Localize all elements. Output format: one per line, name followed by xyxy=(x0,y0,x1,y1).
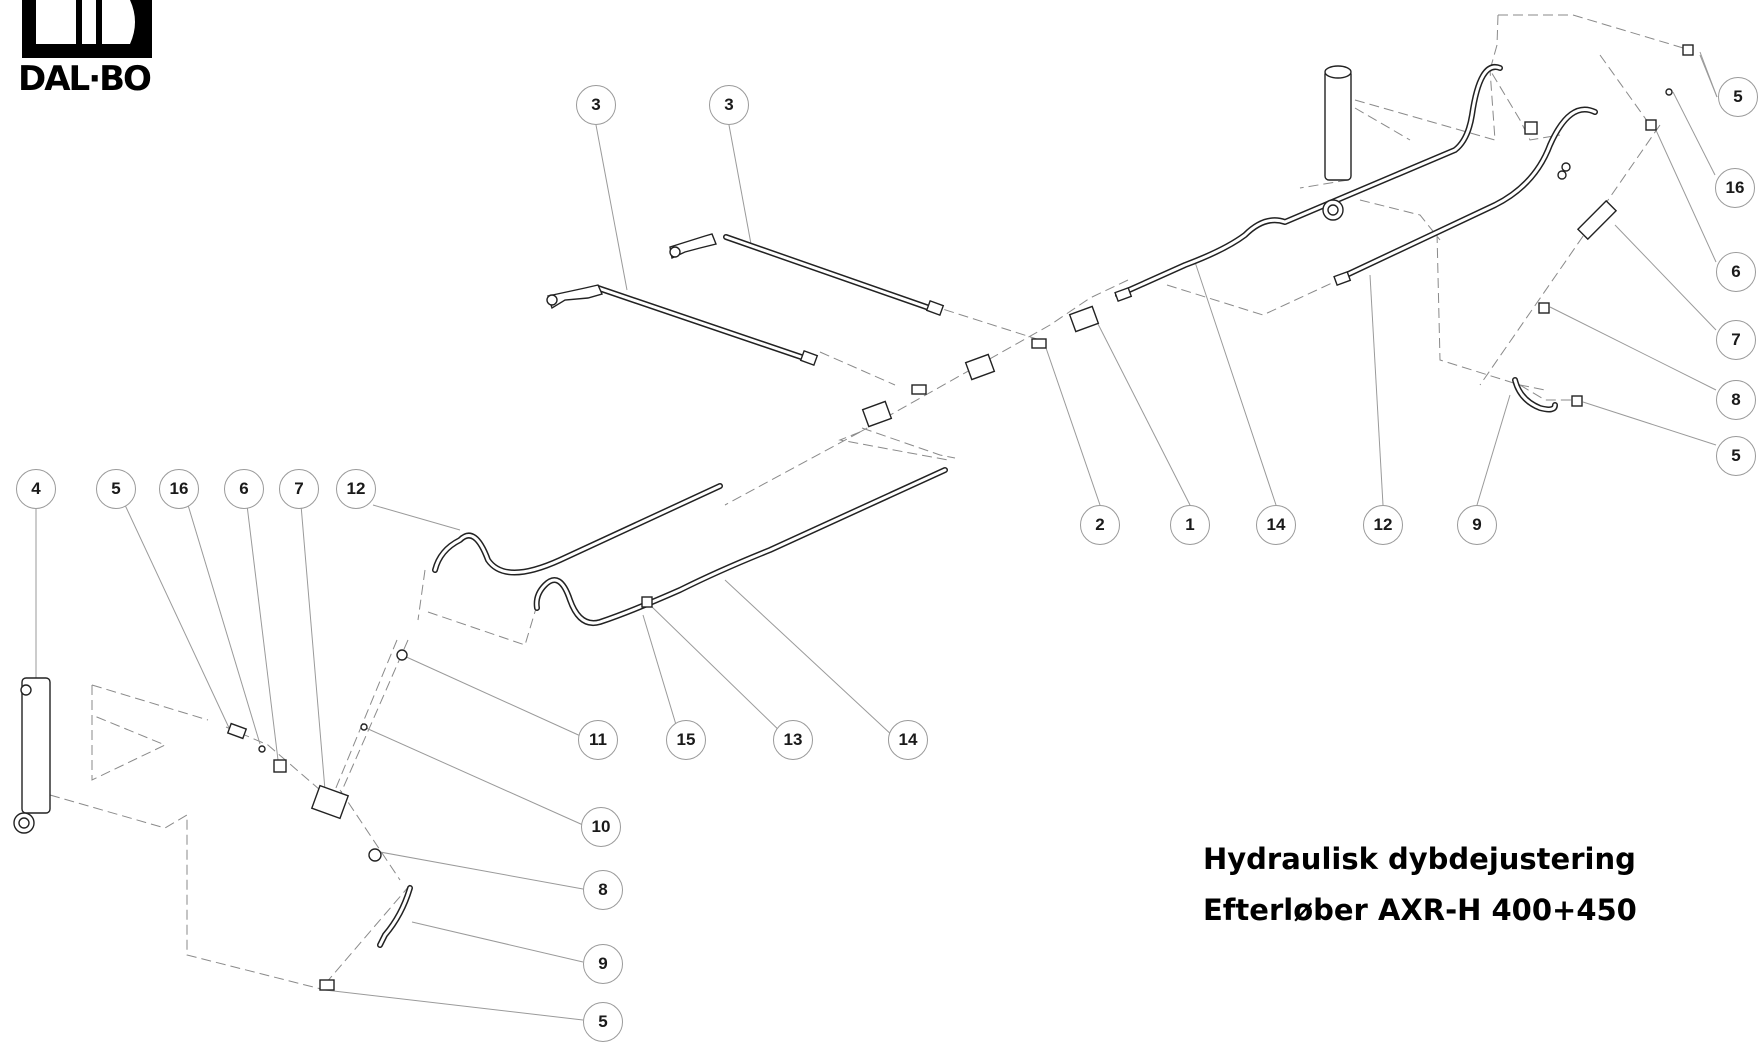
callout-6a: 6 xyxy=(1716,252,1756,292)
callout-12a: 12 xyxy=(1363,505,1403,545)
callout-6b: 6 xyxy=(224,469,264,509)
callout-11: 11 xyxy=(578,720,618,760)
callout-5c: 5 xyxy=(96,469,136,509)
dalbo-logo xyxy=(18,0,160,100)
callout-2: 2 xyxy=(1080,505,1120,545)
callout-14a: 14 xyxy=(1256,505,1296,545)
callout-8b: 8 xyxy=(583,870,623,910)
callout-3a: 3 xyxy=(576,85,616,125)
callout-5d: 5 xyxy=(583,1002,623,1042)
callout-5a: 5 xyxy=(1718,77,1758,117)
drawing-title-line-2: Efterløber AXR-H 400+450 xyxy=(1203,893,1637,927)
callout-10: 10 xyxy=(581,807,621,847)
callout-8a: 8 xyxy=(1716,380,1756,420)
callout-14b: 14 xyxy=(888,720,928,760)
callout-1: 1 xyxy=(1170,505,1210,545)
callout-4: 4 xyxy=(16,469,56,509)
callout-16a: 16 xyxy=(1715,168,1755,208)
callout-7b: 7 xyxy=(279,469,319,509)
callout-7a: 7 xyxy=(1716,320,1756,360)
brand-name: DAL·BO xyxy=(18,59,152,99)
hoses xyxy=(377,64,1598,948)
callout-12b: 12 xyxy=(336,469,376,509)
callout-5b: 5 xyxy=(1716,436,1756,476)
assembly-guide-lines xyxy=(49,14,1691,991)
callout-9b: 9 xyxy=(583,944,623,984)
drawing-title-line-1: Hydraulisk dybdejustering xyxy=(1203,842,1636,876)
callout-9a: 9 xyxy=(1457,505,1497,545)
callout-15: 15 xyxy=(666,720,706,760)
callout-3b: 3 xyxy=(709,85,749,125)
logo-mark-icon xyxy=(22,0,152,58)
callout-16b: 16 xyxy=(159,469,199,509)
leader-lines xyxy=(35,51,1718,1021)
callout-13: 13 xyxy=(773,720,813,760)
parts xyxy=(13,44,1694,991)
